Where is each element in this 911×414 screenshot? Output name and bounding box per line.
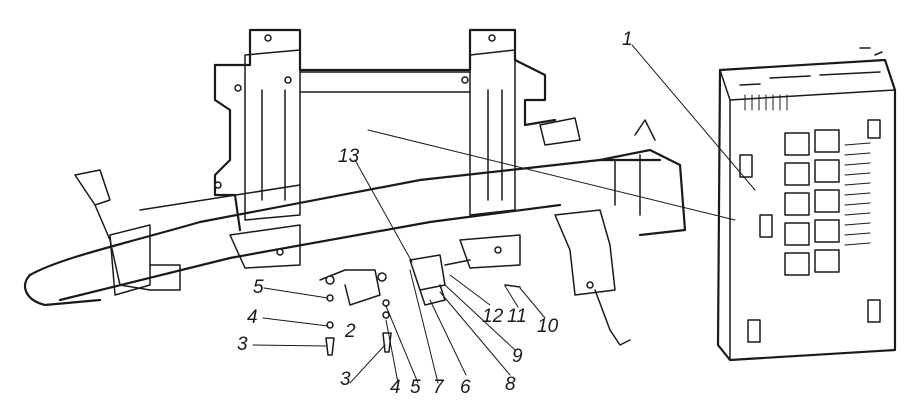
fuse-relay-box	[716, 47, 897, 362]
callout-7: 7	[433, 377, 445, 398]
washers	[326, 294, 390, 329]
callout-4-left: 4	[247, 307, 258, 328]
cross-beam-tube	[23, 158, 662, 307]
callout-10: 10	[537, 316, 559, 337]
callout-1: 1	[622, 29, 633, 50]
callout-labels: 1 2 3 3 4 4 5 5 6 7 8 9 10 11 12 13	[237, 29, 633, 398]
callout-5-left: 5	[253, 277, 264, 298]
callout-12: 12	[482, 306, 504, 327]
callout-5-right: 5	[410, 377, 421, 398]
callout-11: 11	[507, 306, 527, 327]
callout-6: 6	[460, 377, 471, 398]
callout-4-right: 4	[390, 377, 401, 398]
bolt-item-3-left	[325, 337, 335, 356]
callout-3-left: 3	[237, 334, 248, 355]
connector-items-6-9	[409, 254, 471, 306]
right-mounting-bracket	[459, 119, 687, 346]
bracket-item-2	[319, 269, 387, 306]
callout-2: 2	[344, 321, 356, 342]
leader-lines	[252, 44, 756, 384]
callout-8: 8	[505, 374, 516, 395]
callout-13: 13	[338, 146, 360, 167]
screw-items-10-11	[504, 284, 521, 288]
main-bracket-frame	[213, 28, 581, 269]
callout-3-right: 3	[340, 369, 351, 390]
callout-9: 9	[512, 346, 523, 367]
